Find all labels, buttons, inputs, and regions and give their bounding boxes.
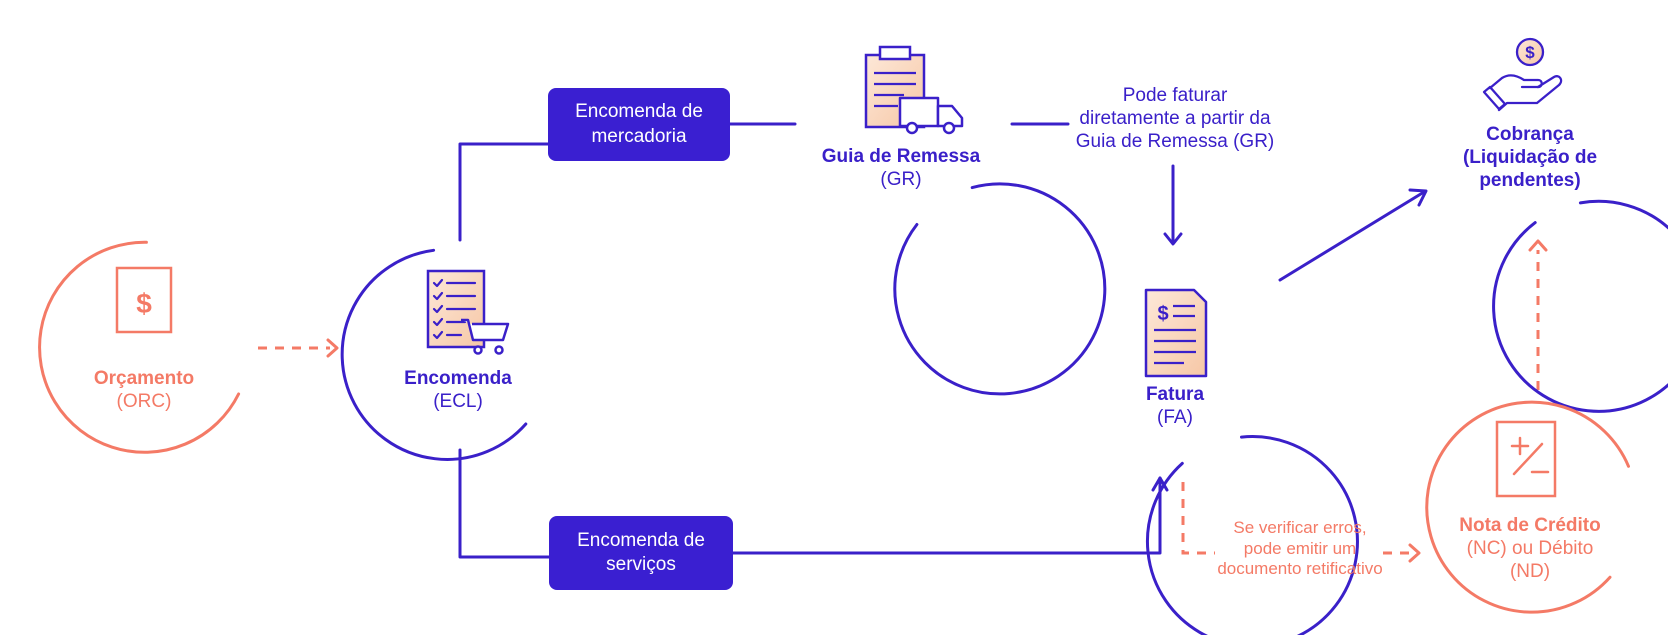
- connector-ecl-to-mercadoria: [458, 142, 552, 242]
- order-checklist-cart-icon: [426, 269, 510, 355]
- node-code: (FA): [1157, 407, 1193, 429]
- dollar-document-icon: $: [115, 266, 173, 334]
- note-line: pode emitir um: [1243, 538, 1357, 558]
- pill-encomenda-servicos: Encomenda de serviços: [549, 516, 733, 590]
- hand-coin-icon: [1482, 37, 1563, 112]
- invoice-icon: $: [1144, 288, 1208, 378]
- circle-nota: [1425, 400, 1630, 614]
- pill-line: Encomenda de: [577, 529, 705, 551]
- arrowhead-cobranca-up: [1528, 239, 1548, 252]
- note-faturar-diretamente: Pode faturar diretamente a partir da Gui…: [1060, 84, 1290, 154]
- note-line: Guia de Remessa (GR): [1075, 131, 1275, 153]
- circle-orcamento: [38, 240, 241, 454]
- node-title: Fatura: [1145, 384, 1205, 405]
- node-code: (GR): [880, 169, 922, 191]
- node-title: Guia de Remessa: [821, 146, 981, 167]
- node-code: (ECL): [433, 391, 483, 413]
- node-encomenda: Encomenda (ECL): [378, 367, 538, 413]
- node-code: (ND): [1509, 561, 1551, 583]
- connector-servicos-to-fa: [731, 476, 1162, 555]
- circle-encomenda: [340, 248, 528, 461]
- node-nota-credito: Nota de Crédito (NC) ou Débito (ND): [1440, 514, 1620, 584]
- circle-cobranca: [1492, 199, 1668, 413]
- note-line: documento retificativo: [1217, 559, 1383, 579]
- arrowhead-note-down: [1163, 232, 1183, 246]
- note-verificar-erros: Se verificar erros, pode emitir um docum…: [1196, 518, 1404, 580]
- note-line: Se verificar erros,: [1233, 518, 1367, 537]
- arrowhead-cobranca: [1408, 188, 1428, 207]
- svg-text:$: $: [1157, 303, 1168, 325]
- note-line: diretamente a partir da: [1079, 108, 1271, 130]
- clipboard-truck-icon: [864, 45, 964, 135]
- pill-encomenda-mercadoria: Encomenda de mercadoria: [548, 88, 730, 161]
- node-guia-de-remessa: Guia de Remessa (GR): [806, 145, 996, 191]
- dashed-fa-to-note: [1181, 482, 1215, 555]
- pill-line: Encomenda de: [575, 101, 703, 123]
- svg-text:$: $: [1525, 43, 1535, 62]
- note-line: Pode faturar: [1122, 85, 1228, 106]
- node-title: Orçamento: [93, 368, 195, 389]
- pill-line: mercadoria: [591, 125, 687, 147]
- node-title-line: (Liquidação de: [1462, 147, 1598, 169]
- node-title-line: Nota de Crédito: [1459, 515, 1601, 536]
- circle-guia: [893, 182, 1107, 396]
- arrowhead-nc: [1408, 543, 1421, 563]
- svg-text:$: $: [136, 288, 152, 319]
- circle-fatura: [1146, 435, 1359, 635]
- node-code: (ORC): [116, 391, 172, 413]
- node-cobranca: Cobrança (Liquidação de pendentes): [1440, 123, 1620, 193]
- node-fatura: Fatura (FA): [1095, 383, 1255, 429]
- connector-fa-to-cobranca: [1278, 190, 1426, 282]
- node-title-line: (NC) ou Débito: [1466, 538, 1594, 560]
- node-title-line: pendentes): [1479, 170, 1581, 192]
- plus-minus-document-icon: [1495, 420, 1557, 498]
- arrowhead-orc-ecl: [326, 338, 339, 358]
- node-title-line: Cobrança: [1486, 124, 1574, 145]
- connector-ecl-to-servicos: [458, 448, 552, 559]
- pill-line: serviços: [606, 554, 676, 575]
- node-orcamento: Orçamento (ORC): [64, 367, 224, 413]
- node-title: Encomenda: [404, 368, 512, 389]
